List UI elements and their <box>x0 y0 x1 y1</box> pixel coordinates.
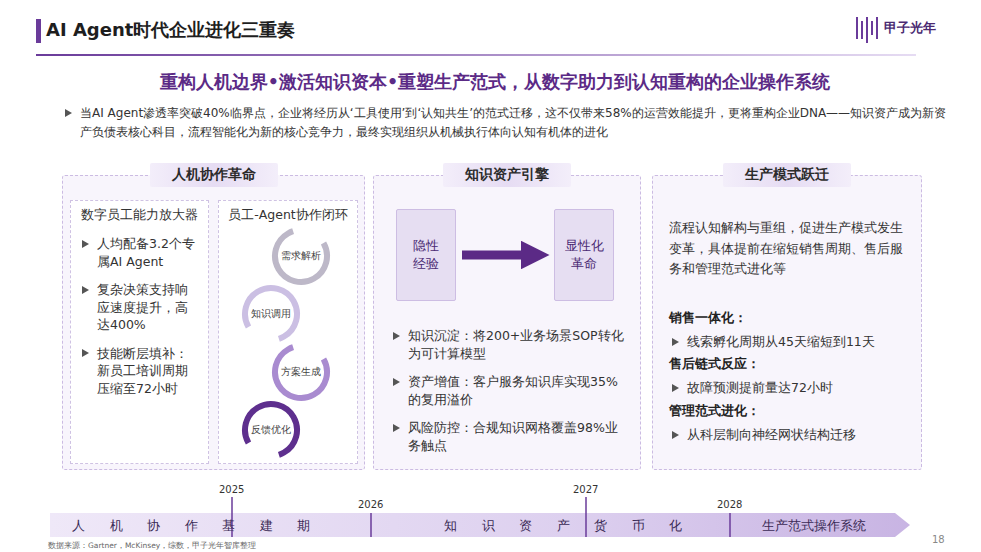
cycle-arc <box>271 342 331 402</box>
node-text: 数字员工能力放大器 <box>79 207 200 224</box>
node-text: 生产模式跃迁 <box>723 163 851 187</box>
year-label: 2028 <box>717 499 757 510</box>
header-rule <box>36 54 916 56</box>
cycle-arc <box>241 400 301 460</box>
cycle-step: 反馈优化 <box>241 400 301 460</box>
node-text: 知识资产货币化 <box>444 517 707 535</box>
node-text: 知识资产引擎 <box>443 163 571 187</box>
node-text: 从科层制向神经网状结构迁移 <box>669 426 905 444</box>
node-text: 流程认知解构与重组，促进生产模式发生变革，具体提前在缩短销售周期、售后服务和管理… <box>669 218 905 280</box>
concept-box: 隐性经验 <box>396 209 456 301</box>
node-text: 技能断层填补：新员工培训周期压缩至72小时 <box>79 345 200 398</box>
concept-box: 显性化革命 <box>554 209 614 301</box>
node-text: 销售一体化： <box>669 310 905 327</box>
cycle-arc <box>271 226 331 286</box>
node-text: 知识调用 <box>251 307 291 321</box>
node-text: 线索孵化周期从45天缩短到11天 <box>669 333 905 351</box>
section-panel: 生产模式跃迁流程认知解构与重组，促进生产模式发生变革，具体提前在缩短销售周期、售… <box>652 175 922 470</box>
node-text: 故障预测提前量达72小时 <box>669 379 905 397</box>
year-label: 2025 <box>219 484 259 495</box>
node-text: 生产范式操作系统 <box>762 517 866 535</box>
section-panel: 知识资产引擎知识沉淀：将200+业务场景SOP转化为可计算模型资产增值：客户服务… <box>373 175 641 470</box>
logo-text: 甲子光年 <box>884 19 944 37</box>
node-text: 人机协作基建期 <box>72 517 335 535</box>
node-text: 人均配备3.2个专属AI Agent <box>79 235 200 270</box>
cycle-arc <box>241 284 301 344</box>
page-number: 18 <box>932 534 962 545</box>
cycle-step: 方案生成 <box>271 342 331 402</box>
node-text: 售后链式反应： <box>669 356 905 373</box>
node-text: 风险防控：合规知识网格覆盖98%业务触点 <box>390 419 624 454</box>
node-text: 反馈优化 <box>251 423 291 437</box>
node-text: 隐性经验 <box>412 237 441 272</box>
subtitle: 重构人机边界•激活知识资本•重塑生产范式，从数字助力到认知重构的企业操作系统 <box>60 70 930 94</box>
node-text: 复杂决策支持响应速度提升，高达400% <box>79 281 200 334</box>
node-text: 知识沉淀：将200+业务场景SOP转化为可计算模型 <box>390 327 624 362</box>
node-text: 人机协作革命 <box>150 163 278 187</box>
node-text: 需求解析 <box>281 249 321 263</box>
intro-paragraph: 当AI Agent渗透率突破40%临界点，企业将经历从‘工具使用’到‘认知共生’… <box>62 104 948 142</box>
slide-title: AI Agent时代企业进化三重奏 <box>46 18 295 42</box>
node-text: 方案生成 <box>281 365 321 379</box>
node-text: 资产增值：客户服务知识库实现35%的复用溢价 <box>390 373 624 408</box>
node-text: 显性化革命 <box>563 237 605 272</box>
section-panel: 人机协作革命数字员工能力放大器人均配备3.2个专属AI Agent复杂决策支持响… <box>62 175 365 470</box>
node-text: 员工-Agent协作闭环 <box>227 207 349 224</box>
timeline-band: 人机协作基建期 知识资产货币化 生产范式操作系统 <box>50 513 910 537</box>
title-bar <box>36 19 41 43</box>
cycle-box: 员工-Agent协作闭环需求解析知识调用方案生成反馈优化 <box>218 200 358 464</box>
node-text: 管理范式进化： <box>669 403 905 420</box>
year-label: 2027 <box>573 484 613 495</box>
logo-mark <box>856 17 878 43</box>
timeline-band <box>50 513 910 537</box>
feature-box: 数字员工能力放大器人均配备3.2个专属AI Agent 复杂决策支持响应速度提升，… <box>70 200 209 464</box>
year-label: 2026 <box>358 499 398 510</box>
cycle-step: 需求解析 <box>271 226 331 286</box>
source-note: 数据来源：Gartner，McKinsey，综数，甲子光年智库整理 <box>48 541 448 551</box>
cycle-step: 知识调用 <box>241 284 301 344</box>
